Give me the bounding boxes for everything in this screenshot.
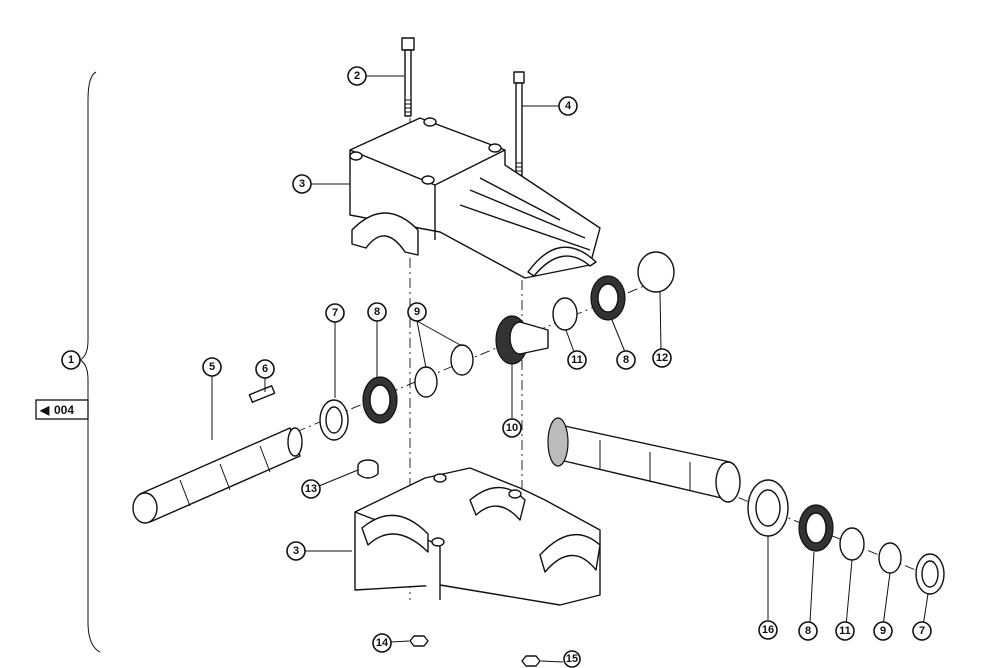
circlip-1: [414, 366, 438, 398]
callout-3-upper: 3: [292, 174, 312, 194]
svg-text:8: 8: [805, 625, 811, 637]
lower-housing: [354, 467, 601, 606]
svg-text:16: 16: [762, 624, 774, 636]
plug: [357, 459, 379, 479]
callout-2: 2: [347, 66, 367, 86]
gear-shaft: [547, 417, 741, 503]
callout-7-lower: 7: [912, 621, 932, 641]
bearing-upper-inner: [597, 283, 619, 313]
svg-text:3: 3: [293, 545, 299, 557]
bevel-gear: [495, 315, 549, 365]
shim-washer-lower: [839, 527, 865, 561]
reference-label: 004: [54, 403, 74, 417]
bearing-lower-large-inner: [755, 489, 781, 527]
callout-11-lower: 11: [835, 621, 855, 641]
assembly-bracket: [78, 71, 101, 653]
cap-plug: [637, 251, 675, 293]
callout-8-upper-right: 8: [616, 350, 636, 370]
leader-lines: [211, 75, 929, 663]
seal-ring-lower-inner: [921, 560, 939, 588]
callout-10: 10: [502, 418, 522, 438]
reference-tag[interactable]: ◀ 004: [35, 399, 89, 420]
input-shaft: [132, 427, 303, 524]
svg-text:2: 2: [354, 70, 360, 82]
callout-13: 13: [301, 479, 321, 499]
callout-1: 1: [61, 350, 81, 370]
shim-washer-upper: [552, 297, 578, 331]
bolt-long: [401, 37, 415, 117]
svg-text:11: 11: [839, 625, 851, 637]
callout-7-upper: 7: [325, 303, 345, 323]
svg-text:1: 1: [68, 354, 74, 366]
svg-text:5: 5: [209, 361, 215, 373]
svg-text:7: 7: [919, 625, 925, 637]
key: [248, 385, 276, 403]
callout-15: 15: [563, 650, 581, 668]
bearing-left-inner: [369, 384, 391, 416]
svg-text:7: 7: [332, 307, 338, 319]
callout-8-lower: 8: [798, 621, 818, 641]
circlip-2: [450, 344, 474, 376]
callout-4: 4: [558, 96, 578, 116]
svg-text:15: 15: [566, 653, 578, 665]
svg-text:9: 9: [880, 625, 886, 637]
svg-text:8: 8: [623, 354, 629, 366]
svg-text:9: 9: [414, 306, 420, 318]
callout-16: 16: [758, 620, 778, 640]
bolt-short: [513, 71, 525, 180]
svg-text:4: 4: [565, 100, 572, 112]
callout-9-lower: 9: [873, 621, 893, 641]
callout-11-upper: 11: [567, 350, 587, 370]
reference-arrow: ◀: [39, 403, 50, 417]
callout-12: 12: [652, 348, 672, 368]
callout-9-upper: 9: [407, 302, 427, 322]
callout-3-lower: 3: [286, 541, 306, 561]
callout-5: 5: [202, 357, 222, 377]
bearing-lower-inner: [805, 512, 827, 544]
svg-text:12: 12: [656, 352, 668, 364]
nut-left: [409, 635, 429, 647]
svg-text:3: 3: [299, 178, 305, 190]
nut-right: [521, 655, 541, 667]
svg-text:11: 11: [571, 354, 583, 366]
svg-text:8: 8: [374, 306, 380, 318]
svg-text:6: 6: [262, 363, 268, 375]
svg-text:14: 14: [376, 637, 389, 649]
svg-text:10: 10: [506, 422, 518, 434]
callout-8-upper-left: 8: [367, 302, 387, 322]
callout-6: 6: [255, 359, 275, 379]
circlip-lower: [878, 542, 902, 574]
seal-ring-left-inner: [325, 406, 343, 434]
upper-housing: [349, 117, 601, 279]
svg-text:13: 13: [305, 483, 317, 495]
callout-14: 14: [372, 633, 392, 653]
